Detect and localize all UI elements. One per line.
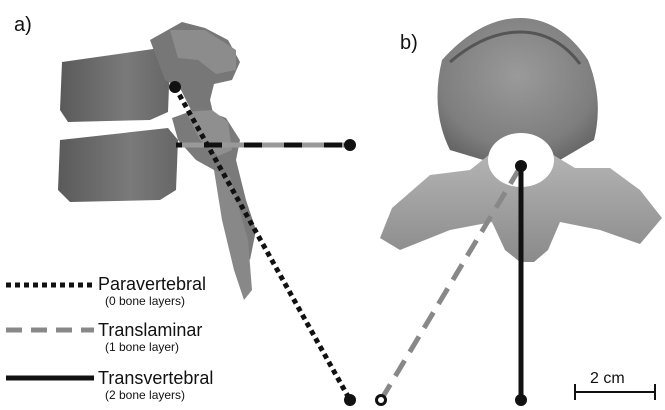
scale-bar-label: 2 cm [590,370,625,388]
legend-label: Paravertebral [98,274,206,294]
legend-sublabel: (0 bone layers) [105,294,206,308]
legend-label: Translaminar [98,320,202,340]
legend-entry-transvertebral: Transvertebral (2 bone layers) [98,368,213,402]
entry-point-paravertebral [344,394,356,406]
entry-point-transvertebral [515,394,527,406]
legend-entry-translaminar: Translaminar (1 bone layer) [98,320,202,354]
target-point-b [515,160,527,172]
legend-sublabel: (1 bone layer) [105,340,202,354]
target-point-translaminar [344,139,356,151]
trajectory-paravertebral-lower [205,120,348,398]
legend-label: Transvertebral [98,368,213,388]
target-point-a [169,81,181,93]
legend-sublabel: (2 bone layers) [105,388,213,402]
entry-point-translaminar-center [378,397,384,403]
legend-entry-paravertebral: Paravertebral (0 bone layers) [98,274,206,308]
